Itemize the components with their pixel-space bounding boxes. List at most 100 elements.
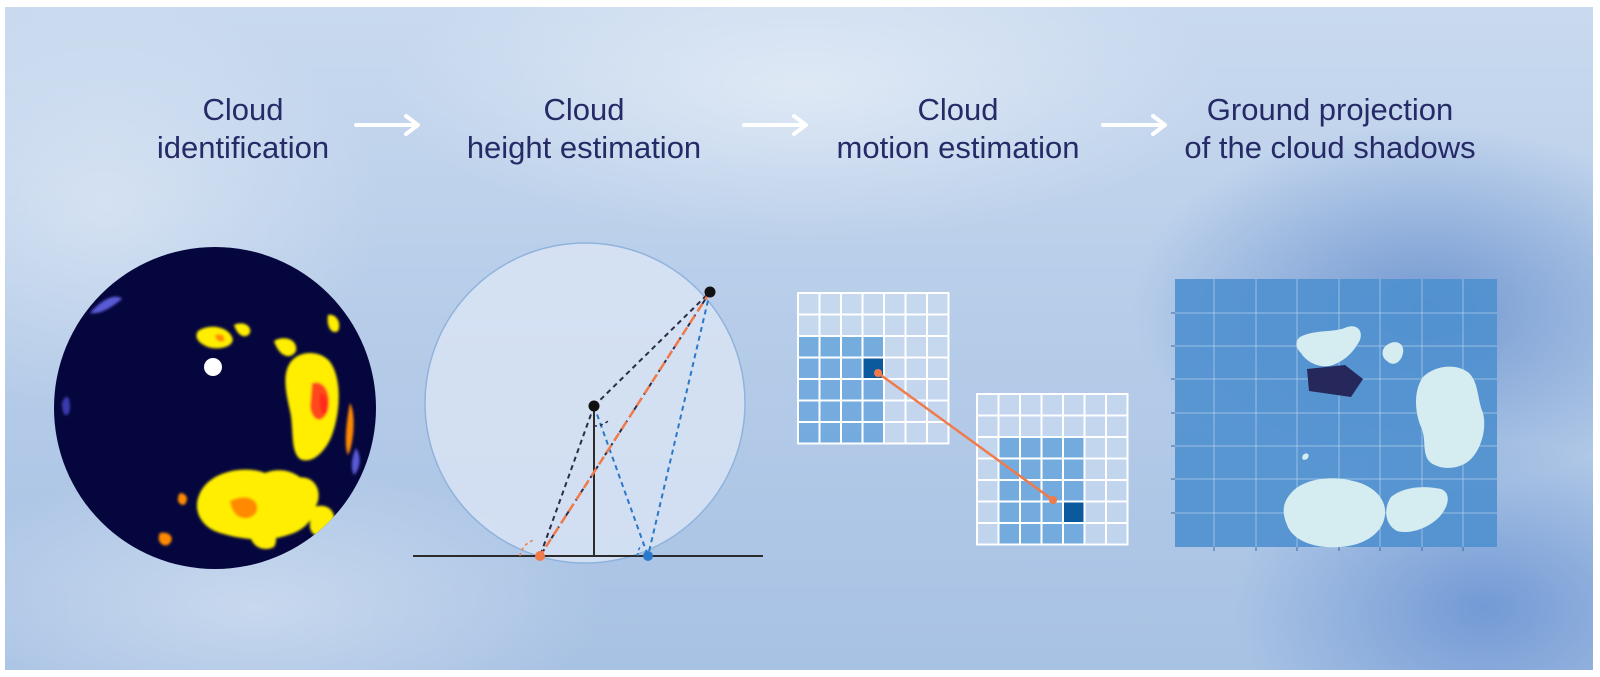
step-title-ground-projection: Ground projection of the cloud shadows <box>1184 92 1476 165</box>
angle-arc-top <box>593 420 609 427</box>
grid-cell <box>840 292 864 316</box>
grid-cell <box>861 335 885 359</box>
grid-cell <box>1040 414 1064 438</box>
cloud-point-far <box>704 286 716 298</box>
grid-cell <box>904 356 928 380</box>
sun-icon <box>204 358 222 376</box>
grid-cell <box>1105 500 1129 524</box>
grid-cell <box>1062 457 1086 481</box>
grid-cell <box>997 393 1021 417</box>
grid-cell <box>976 393 1000 417</box>
grid-cell <box>1105 436 1129 460</box>
motion-vector-start <box>874 369 882 377</box>
grid-cell <box>861 313 885 337</box>
grid-cell <box>1105 479 1129 503</box>
grid-cell <box>976 414 1000 438</box>
grid-cell <box>997 479 1021 503</box>
grid-cell <box>1019 457 1043 481</box>
shadow-patch <box>1416 366 1485 468</box>
grid-cell <box>883 399 907 423</box>
grid-cell <box>997 414 1021 438</box>
grid-cell <box>1019 436 1043 460</box>
grid-cell <box>840 378 864 402</box>
grid-cell <box>861 421 885 445</box>
ground-projection-map <box>1171 279 1497 551</box>
grid-cell <box>818 335 842 359</box>
grid-cell <box>818 313 842 337</box>
grid-cell <box>1019 500 1043 524</box>
grid-cell <box>1040 522 1064 546</box>
grid-cell <box>883 292 907 316</box>
grid-cell <box>861 378 885 402</box>
ground-point-orange <box>535 551 545 561</box>
cloud-motion-estimation-diagram <box>797 292 1129 546</box>
ray-far-to-right <box>647 291 711 557</box>
grid-cell <box>883 335 907 359</box>
grid-cell <box>883 313 907 337</box>
grid-cell <box>861 399 885 423</box>
grid-cell <box>797 421 821 445</box>
grid-cell <box>1019 393 1043 417</box>
cloud-point-near <box>588 400 600 412</box>
shadow-patch <box>1382 342 1404 364</box>
grid-cell <box>1062 414 1086 438</box>
grid-cell <box>818 421 842 445</box>
grid-cell <box>1083 500 1107 524</box>
grid-cell <box>1062 436 1086 460</box>
grid-cell <box>904 292 928 316</box>
detected-clouds <box>62 296 360 549</box>
shadow-patch <box>1302 453 1309 460</box>
grid-cell <box>1083 479 1107 503</box>
grid-cell <box>1062 479 1086 503</box>
grid-cell <box>997 522 1021 546</box>
grid-cell <box>1105 414 1129 438</box>
grid-cell-highlight <box>1062 500 1086 524</box>
grid-cell <box>926 421 950 445</box>
grid-cell <box>976 500 1000 524</box>
diagram-canvas: Cloud identification Cloud height estima… <box>5 7 1593 670</box>
angle-arc-orange <box>519 539 535 557</box>
grid-cell <box>904 378 928 402</box>
cloud-identification-sky-image <box>54 247 376 569</box>
motion-grid-target <box>976 393 1129 546</box>
grid-cell <box>1105 457 1129 481</box>
grid-cell <box>997 500 1021 524</box>
ground-point-blue <box>643 551 653 561</box>
grid-cell <box>904 421 928 445</box>
grid-cell <box>926 356 950 380</box>
grid-cell <box>976 479 1000 503</box>
grid-cell <box>1040 393 1064 417</box>
grid-cell <box>818 378 842 402</box>
shadow-patch <box>1283 478 1386 548</box>
grid-cell <box>926 292 950 316</box>
grid-cell <box>797 313 821 337</box>
grid-cell <box>840 313 864 337</box>
grid-cell <box>840 399 864 423</box>
grid-cell <box>861 292 885 316</box>
cloud-height-estimation-diagram <box>413 242 763 564</box>
shadow-patch <box>1386 487 1448 533</box>
grid-cell <box>797 378 821 402</box>
map-axis-ticks <box>1171 312 1464 551</box>
motion-vector <box>877 371 1054 502</box>
grid-cell <box>976 522 1000 546</box>
ray-to-far-cloud <box>593 291 711 407</box>
grid-cell <box>1083 436 1107 460</box>
sky-dome <box>424 242 746 564</box>
grid-cell <box>1083 393 1107 417</box>
step-title-cloud-motion-estimation: Cloud motion estimation <box>836 92 1080 165</box>
step-title-cloud-identification: Cloud identification <box>156 92 330 165</box>
grid-cell <box>904 335 928 359</box>
grid-cell <box>1062 522 1086 546</box>
orange-projection-ray <box>538 291 712 557</box>
grid-cell <box>797 399 821 423</box>
grid-cell <box>797 356 821 380</box>
grid-cell <box>840 356 864 380</box>
grid-cell <box>904 399 928 423</box>
grid-cell <box>840 421 864 445</box>
grid-cell <box>1040 457 1064 481</box>
grid-cell <box>818 399 842 423</box>
grid-cell <box>997 436 1021 460</box>
grid-cell <box>926 313 950 337</box>
shadow-patch <box>1296 326 1361 367</box>
